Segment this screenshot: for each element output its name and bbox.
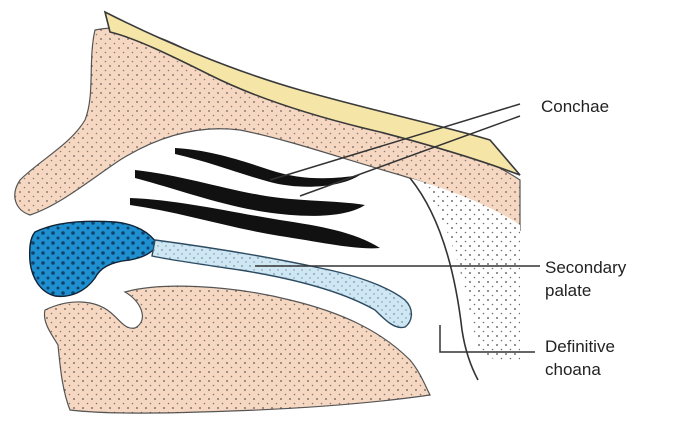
label-definitive-choana-line2: choana	[545, 360, 601, 379]
label-secondary-palate-line1: Secondary	[545, 258, 627, 277]
label-secondary-palate-line2: palate	[545, 281, 591, 300]
label-conchae: Conchae	[541, 97, 609, 116]
label-definitive-choana-line1: Definitive	[545, 337, 615, 356]
premaxilla-stipple	[30, 221, 158, 296]
